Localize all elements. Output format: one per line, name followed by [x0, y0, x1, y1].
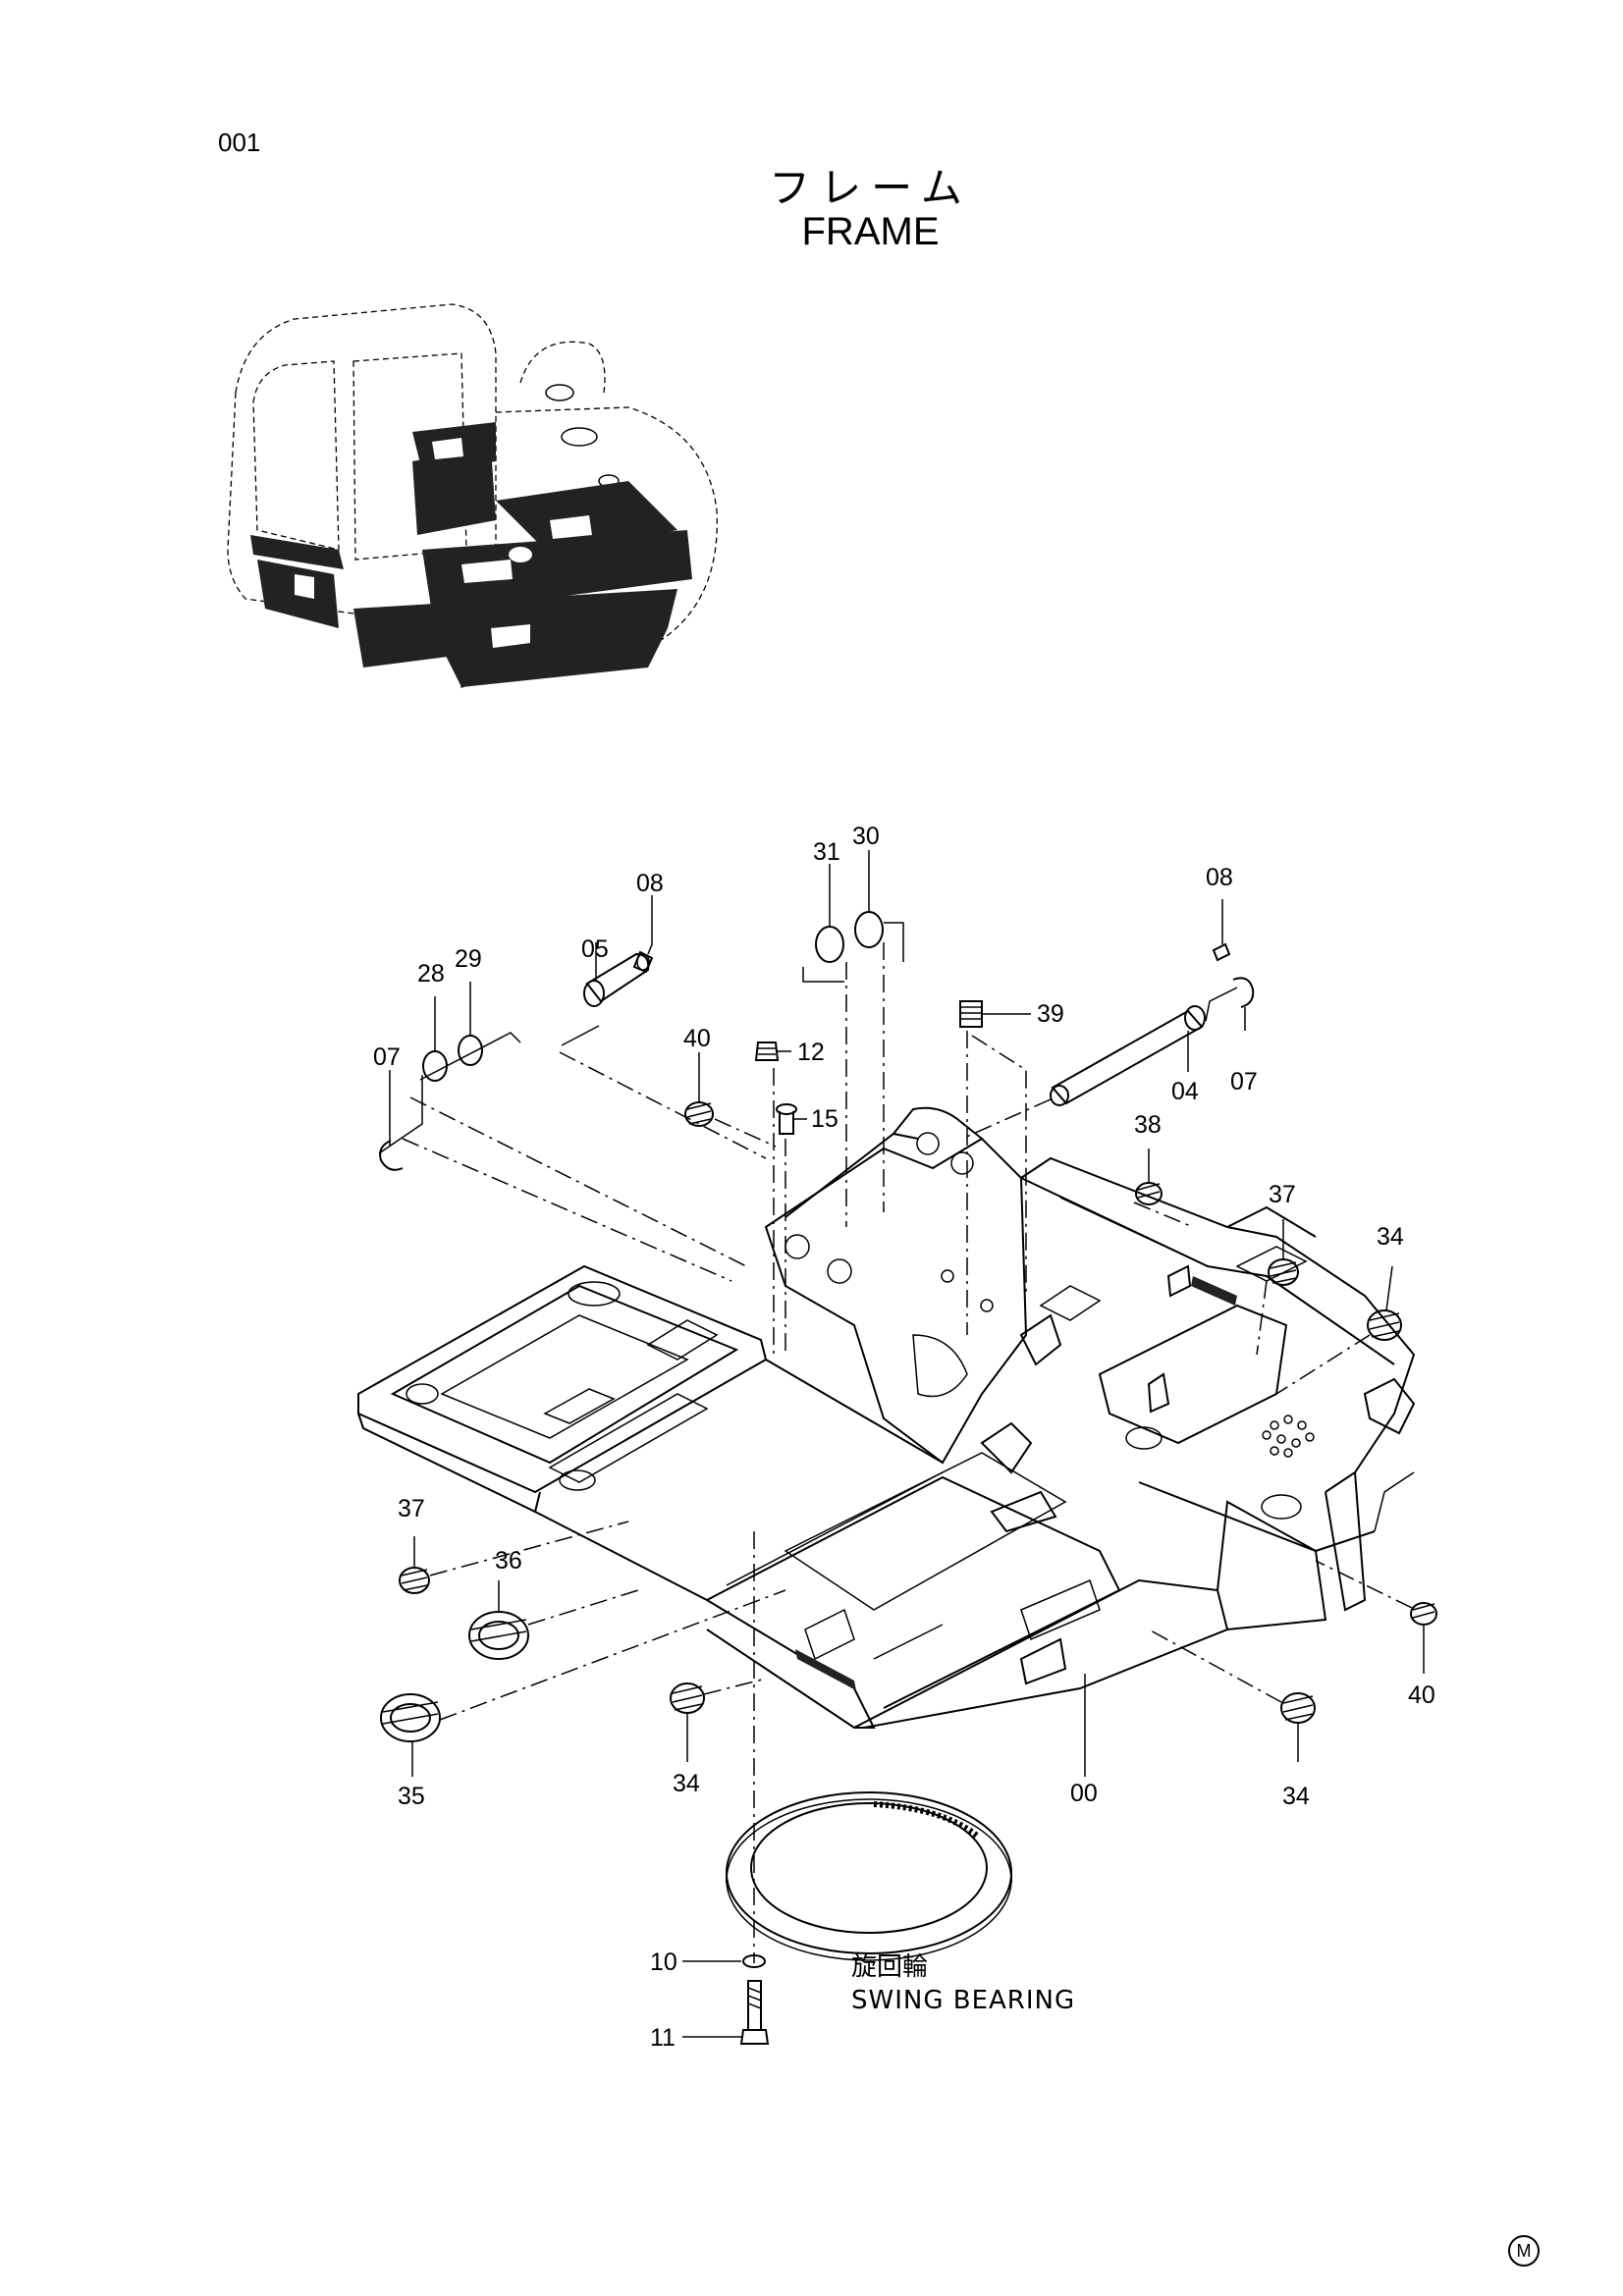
upperstructure-frame: [357, 1106, 1416, 1729]
plug-39: [959, 1000, 983, 1028]
bolt-11: [739, 1980, 770, 2045]
callout-04: 04: [1171, 1078, 1199, 1105]
callout-40-lower: 40: [1408, 1682, 1435, 1709]
callout-37-left: 37: [398, 1495, 425, 1522]
plug-15: [776, 1103, 797, 1135]
swing-bearing-label-jp: 旋回輪: [851, 1952, 928, 1982]
callout-10: 10: [650, 1949, 677, 1976]
excavator-overview-thumbnail: [227, 303, 718, 688]
pin-08-right: [1212, 942, 1231, 962]
plug-35: [380, 1693, 441, 1742]
plug-37-left: [399, 1567, 430, 1594]
callout-12: 12: [797, 1039, 825, 1066]
plug-40-upper: [684, 1101, 714, 1127]
marker-m-icon: M: [1508, 2235, 1540, 2267]
callout-29: 29: [455, 945, 482, 973]
page-number: 001: [218, 128, 261, 157]
assembly-lines: [378, 922, 1413, 1963]
leader-lines: [389, 850, 1425, 2038]
shim-31: [815, 926, 844, 963]
shim-29: [458, 1035, 483, 1066]
callout-36: 36: [495, 1547, 522, 1575]
callout-37-right: 37: [1269, 1181, 1296, 1208]
plug-36: [468, 1611, 529, 1660]
callout-numbers: 31 30 08 08 05 28 29 07 07 40 12 15 39 0…: [373, 823, 1435, 2052]
callout-05: 05: [581, 935, 609, 963]
title-english: FRAME: [801, 210, 940, 253]
callout-08-left: 08: [636, 870, 664, 897]
snap-ring-07-right: [1232, 977, 1255, 1008]
swing-bearing-label-en: SWING BEARING: [851, 1986, 1075, 2015]
swing-bearing-drawing: [726, 1791, 1012, 1961]
snap-ring-07-left: [379, 1140, 404, 1171]
plug-34-left: [670, 1682, 705, 1714]
callout-00: 00: [1070, 1780, 1098, 1807]
callout-34-right-lower: 34: [1282, 1783, 1310, 1810]
plug-34-right-upper: [1367, 1309, 1402, 1341]
plug-34-right-lower: [1280, 1692, 1316, 1724]
callout-28: 28: [417, 960, 445, 988]
title-japanese: フレーム: [769, 164, 972, 212]
shim-30: [854, 911, 884, 948]
callout-15: 15: [811, 1105, 839, 1133]
bolt-hole-pattern: [1262, 1415, 1315, 1458]
callout-34-left: 34: [673, 1770, 700, 1797]
callout-08-right: 08: [1206, 864, 1233, 891]
callout-40-upper: 40: [683, 1025, 711, 1052]
callout-35: 35: [398, 1783, 425, 1810]
plug-12: [754, 1041, 780, 1061]
callout-34-right-upper: 34: [1377, 1223, 1404, 1251]
callout-11: 11: [650, 2024, 676, 2052]
callout-07-left: 07: [373, 1043, 401, 1071]
callout-31: 31: [813, 838, 840, 866]
callout-39: 39: [1037, 1000, 1064, 1028]
callout-07-right: 07: [1230, 1068, 1258, 1095]
callout-38: 38: [1134, 1111, 1162, 1139]
pin-08-left: [632, 950, 654, 974]
pin-04: [1050, 1005, 1206, 1106]
callout-30: 30: [852, 823, 880, 850]
plug-40-lower: [1410, 1602, 1437, 1626]
